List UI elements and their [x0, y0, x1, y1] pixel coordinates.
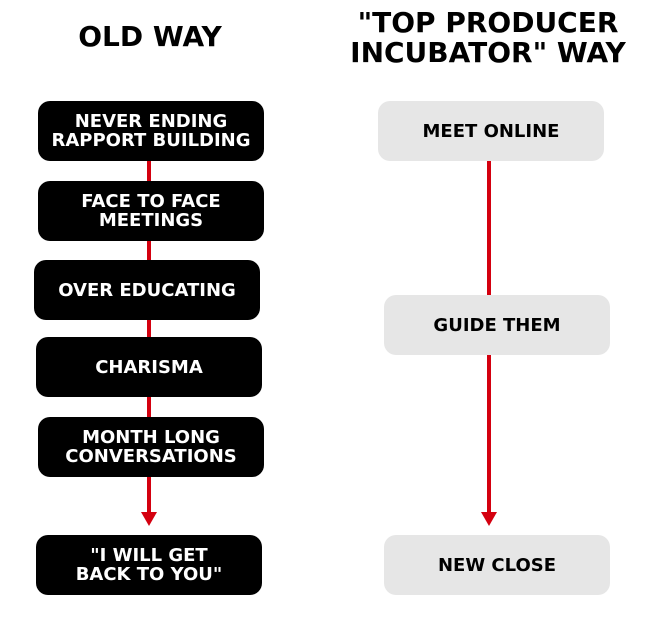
old-way-title: OLD WAY: [78, 20, 222, 53]
old-way-connector-line: [147, 150, 151, 514]
top-producer-step-guide-them: GUIDE THEM: [384, 295, 610, 355]
top-producer-result: NEW CLOSE: [384, 535, 610, 595]
old-way-step-rapport: NEVER ENDING RAPPORT BUILDING: [38, 101, 264, 161]
top-producer-arrowhead-icon: [481, 512, 497, 526]
top-producer-step-meet-online: MEET ONLINE: [378, 101, 604, 161]
old-way-result: "I WILL GET BACK TO YOU": [36, 535, 262, 595]
old-way-step-face-to-face: FACE TO FACE MEETINGS: [38, 181, 264, 241]
old-way-arrowhead-icon: [141, 512, 157, 526]
top-producer-way-title: "TOP PRODUCER INCUBATOR" WAY: [350, 6, 626, 69]
old-way-step-month-long: MONTH LONG CONVERSATIONS: [38, 417, 264, 477]
old-way-step-charisma: CHARISMA: [36, 337, 262, 397]
old-way-step-over-educating: OVER EDUCATING: [34, 260, 260, 320]
